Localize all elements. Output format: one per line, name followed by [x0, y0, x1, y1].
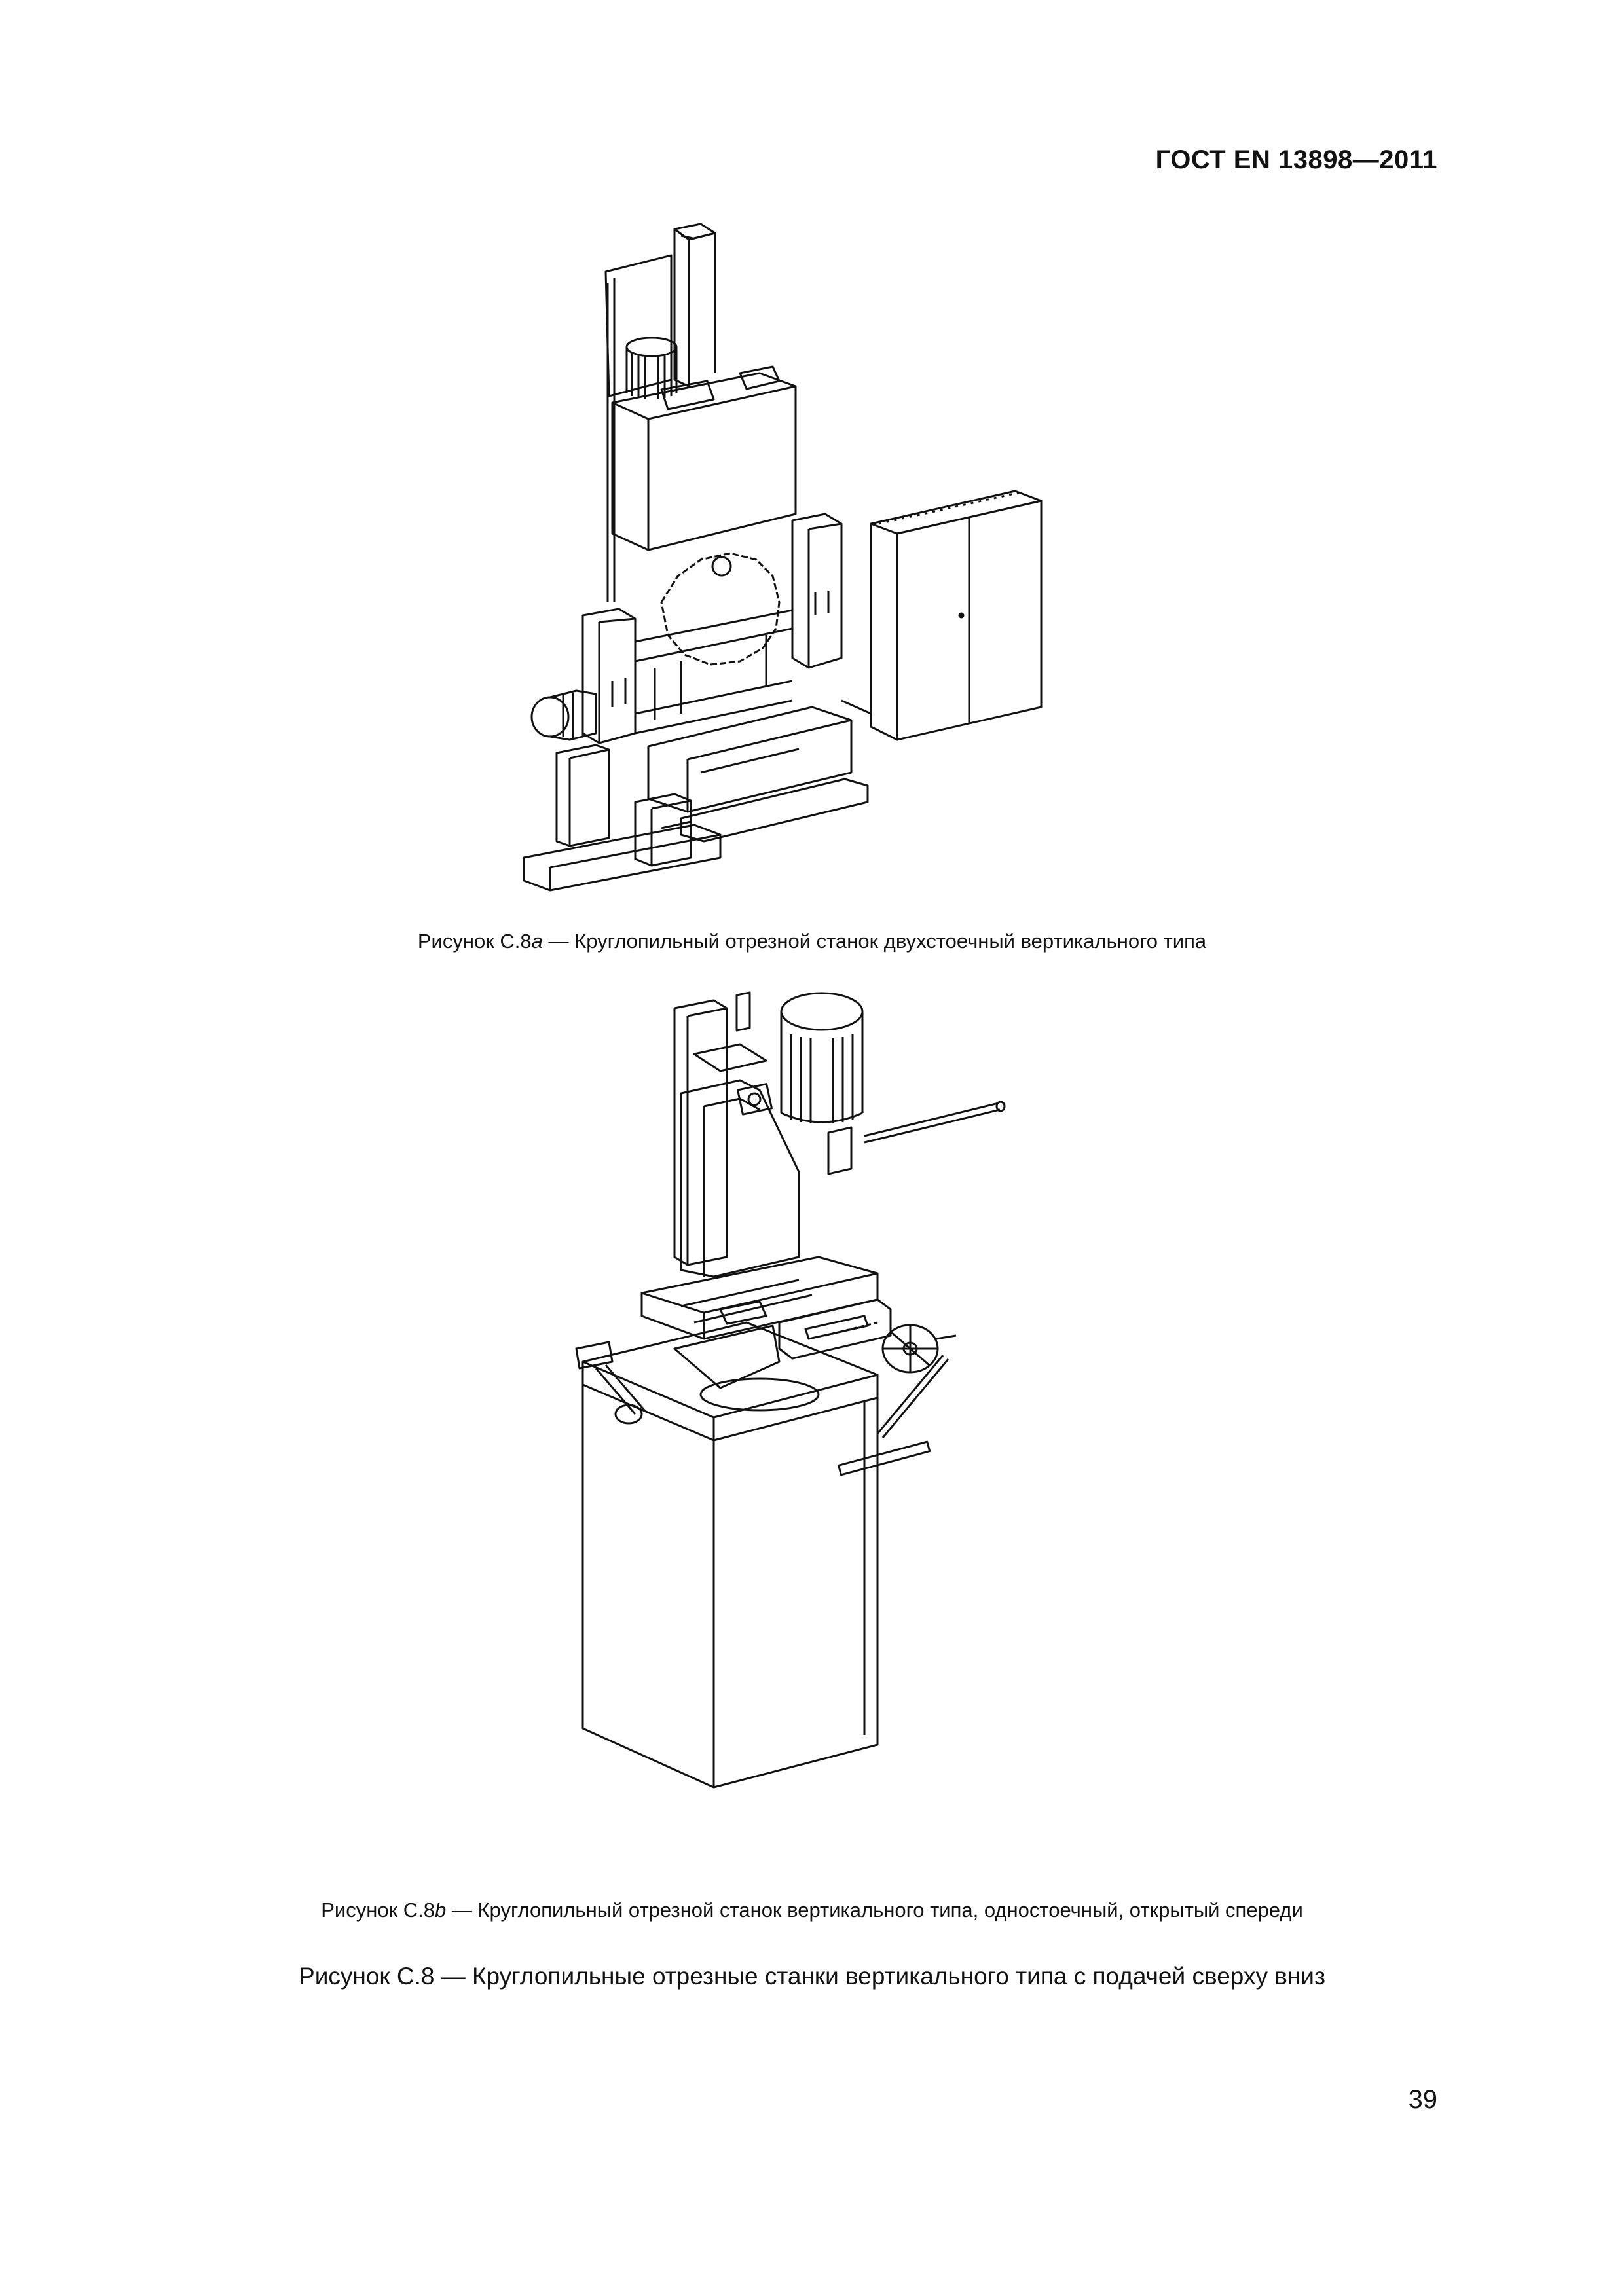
- caption-prefix: Рисунок С.8: [321, 1899, 435, 1922]
- caption-letter: a: [531, 930, 543, 953]
- control-cabinet: [871, 491, 1041, 740]
- figure-c8a-caption: Рисунок С.8a — Круглопильный отрезной ст…: [0, 930, 1624, 953]
- caption-letter: b: [435, 1899, 447, 1922]
- caption-text: — Круглопильный отрезной станок двухстое…: [542, 930, 1207, 953]
- drive-motor: [627, 338, 676, 399]
- document-standard-header: ГОСТ EN 13898—2011: [1155, 145, 1437, 174]
- figure-c8-main-caption: Рисунок С.8 — Круглопильные отрезные ста…: [299, 1963, 1325, 1990]
- saw-blade: [661, 553, 779, 665]
- saw-column: [674, 224, 715, 386]
- figure-c8b-illustration: [524, 982, 1035, 1833]
- page-number: 39: [1408, 2085, 1438, 2114]
- drive-motor: [781, 993, 862, 1123]
- caption-text: — Круглопильный отрезной станок вертикал…: [446, 1899, 1303, 1922]
- figure-c8b-caption: Рисунок С.8b — Круглопильный отрезной ст…: [0, 1899, 1624, 1922]
- figure-c8a-illustration: [485, 210, 1074, 903]
- handwheel: [532, 691, 596, 740]
- handwheel: [883, 1325, 956, 1372]
- caption-prefix: Рисунок С.8: [417, 930, 532, 953]
